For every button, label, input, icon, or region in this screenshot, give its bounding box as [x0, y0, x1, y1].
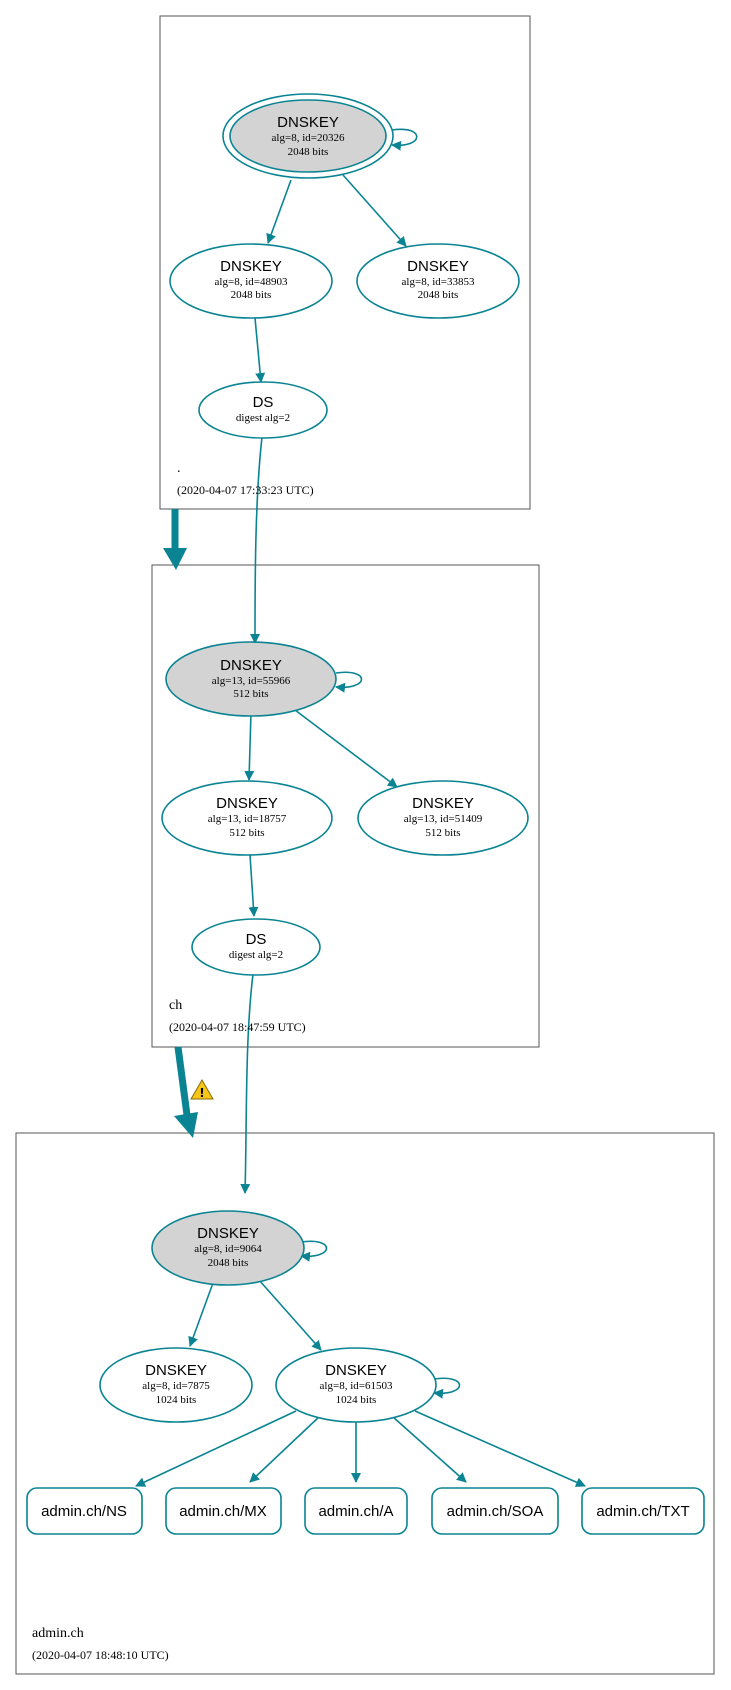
- zone-name: ch: [169, 998, 182, 1013]
- node-type-label: DNSKEY: [277, 114, 339, 131]
- node-type-label: DNSKEY: [412, 795, 474, 812]
- rrset-node-ns[interactable]: admin.ch/NS: [26, 1487, 143, 1535]
- zone-admin-ch: [15, 1132, 715, 1675]
- edge-a-zsk2-to-txt: [414, 1410, 586, 1487]
- edge-a-ksk-to-a-zsk1: [188, 1282, 214, 1347]
- zone-ch: [151, 564, 540, 1048]
- signature-edges: [135, 128, 586, 1487]
- rrset-node-soa[interactable]: admin.ch/SOA: [431, 1487, 559, 1535]
- dnskey-node[interactable]: DNSKEY alg=8, id=33853 2048 bits: [356, 243, 520, 319]
- delegation-root-to-ch: [163, 509, 187, 570]
- edge-c-ksk-self: [335, 671, 363, 693]
- node-bits-label: 2048 bits: [231, 289, 272, 301]
- edge-r-ksk-to-r-zsk2: [342, 174, 407, 247]
- node-type-label: DS: [246, 931, 267, 948]
- node-digest-label: digest alg=2: [236, 412, 290, 424]
- node-type-label: DNSKEY: [216, 795, 278, 812]
- delegation-ch-to-admin: [174, 1046, 198, 1138]
- dnskey-node[interactable]: DNSKEY alg=8, id=20326 2048 bits: [222, 93, 394, 179]
- node-bits-label: 512 bits: [425, 827, 460, 839]
- rrset-node-mx[interactable]: admin.ch/MX: [165, 1487, 282, 1535]
- edge-a-zsk2-to-mx: [249, 1415, 321, 1483]
- edge-a-zsk2-to-ns: [135, 1410, 297, 1487]
- edge-c-ds-to-a-ksk: [240, 973, 254, 1194]
- node-alg-label: alg=13, id=51409: [404, 813, 483, 825]
- edge-r-ksk-self: [391, 128, 418, 151]
- svg-text:!: !: [199, 1086, 204, 1100]
- dnskey-node[interactable]: DNSKEY alg=8, id=48903 2048 bits: [169, 243, 333, 319]
- node-alg-label: alg=8, id=7875: [142, 1380, 210, 1392]
- node-bits-label: 2048 bits: [418, 289, 459, 301]
- rrset-node-a[interactable]: admin.ch/A: [304, 1487, 408, 1535]
- zone-date: (2020-04-07 17:33:23 UTC): [177, 483, 314, 497]
- zone-root: [159, 15, 531, 510]
- node-bits-label: 512 bits: [233, 688, 268, 700]
- edge-a-zsk2-self: [433, 1377, 461, 1399]
- node-digest-label: digest alg=2: [229, 949, 283, 961]
- node-bits-label: 512 bits: [229, 827, 264, 839]
- node-bits-label: 2048 bits: [208, 1257, 249, 1269]
- edge-r-ds-to-c-ksk: [250, 436, 263, 644]
- edge-c-ksk-to-c-zsk1: [244, 711, 255, 781]
- ds-node[interactable]: DS digest alg=2: [198, 381, 328, 439]
- node-type-label: DNSKEY: [407, 258, 469, 275]
- edge-c-ksk-to-c-zsk2: [294, 709, 398, 788]
- node-type-label: DNSKEY: [145, 1362, 207, 1379]
- node-alg-label: alg=8, id=20326: [272, 132, 345, 144]
- node-alg-label: alg=8, id=61503: [320, 1380, 393, 1392]
- edge-c-zsk1-to-c-ds: [248, 854, 259, 917]
- rrset-label: admin.ch/SOA: [447, 1503, 544, 1520]
- node-type-label: DNSKEY: [220, 657, 282, 674]
- dnskey-node[interactable]: DNSKEY alg=8, id=61503 1024 bits: [275, 1347, 437, 1423]
- node-type-label: DNSKEY: [325, 1362, 387, 1379]
- rrset-node-txt[interactable]: admin.ch/TXT: [581, 1487, 705, 1535]
- zone-name: .: [177, 461, 181, 476]
- node-type-label: DS: [253, 394, 274, 411]
- rrset-label: admin.ch/MX: [179, 1503, 267, 1520]
- node-alg-label: alg=8, id=9064: [194, 1243, 262, 1255]
- zone-name: admin.ch: [32, 1626, 84, 1641]
- dnskey-node[interactable]: DNSKEY alg=13, id=55966 512 bits: [165, 641, 337, 717]
- edge-r-ksk-to-r-zsk1: [266, 179, 292, 244]
- node-bits-label: 1024 bits: [336, 1394, 377, 1406]
- node-bits-label: 2048 bits: [288, 146, 329, 158]
- rrset-label: admin.ch/NS: [41, 1503, 127, 1520]
- node-alg-label: alg=13, id=18757: [208, 813, 287, 825]
- node-type-label: DNSKEY: [220, 258, 282, 275]
- node-bits-label: 1024 bits: [156, 1394, 197, 1406]
- edge-a-ksk-to-a-zsk2: [258, 1279, 322, 1351]
- rrset-label: admin.ch/TXT: [596, 1503, 689, 1520]
- edge-r-zsk1-to-r-ds: [254, 317, 266, 383]
- zone-date: (2020-04-07 18:48:10 UTC): [32, 1648, 169, 1662]
- node-alg-label: alg=13, id=55966: [212, 675, 291, 687]
- zone-date: (2020-04-07 18:47:59 UTC): [169, 1020, 306, 1034]
- edge-a-zsk2-to-soa: [392, 1416, 467, 1483]
- dnskey-node[interactable]: DNSKEY alg=13, id=51409 512 bits: [357, 780, 529, 856]
- dnskey-node[interactable]: DNSKEY alg=13, id=18757 512 bits: [161, 780, 333, 856]
- dnskey-node[interactable]: DNSKEY alg=8, id=9064 2048 bits: [151, 1210, 305, 1286]
- edge-a-ksk-self: [300, 1240, 328, 1262]
- rrset-label: admin.ch/A: [318, 1503, 393, 1520]
- dnskey-node[interactable]: DNSKEY alg=8, id=7875 1024 bits: [99, 1347, 253, 1423]
- warning-triangle-icon[interactable]: !: [190, 1079, 214, 1100]
- node-alg-label: alg=8, id=48903: [215, 276, 288, 288]
- node-alg-label: alg=8, id=33853: [402, 276, 475, 288]
- ds-node[interactable]: DS digest alg=2: [191, 918, 321, 976]
- node-type-label: DNSKEY: [197, 1225, 259, 1242]
